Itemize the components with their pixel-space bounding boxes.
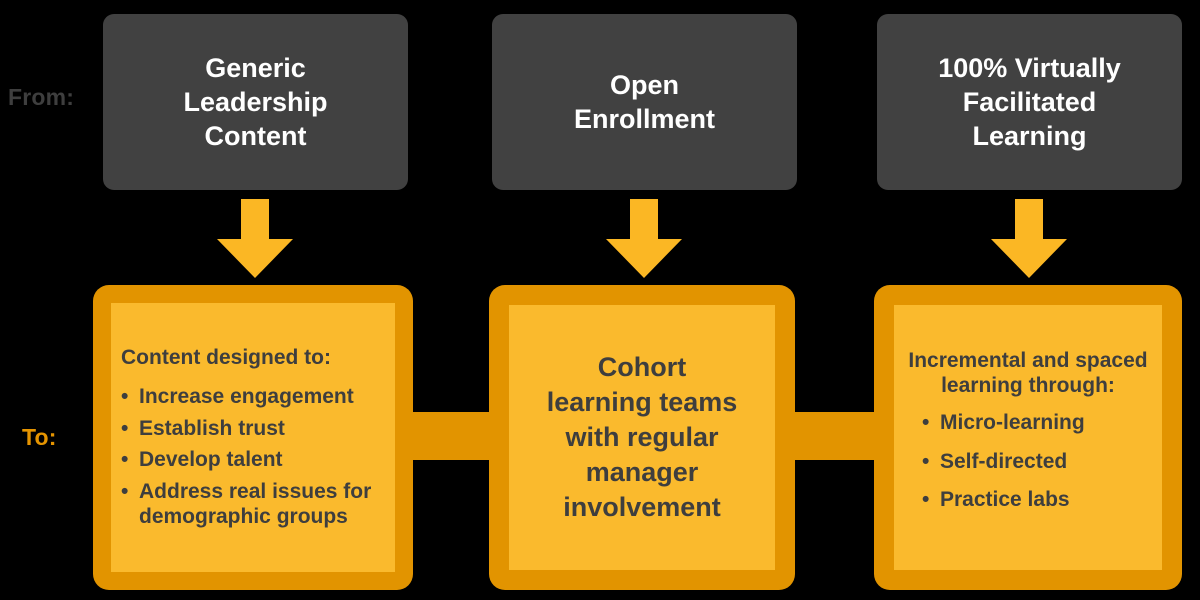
down-arrow-icon [217, 199, 293, 278]
connector-bar-right [781, 412, 891, 460]
list-item: Establish trust [119, 417, 391, 442]
down-arrow-icon [991, 199, 1067, 278]
to-box-incremental-spaced-learning: Incremental and spaced learning through:… [874, 285, 1182, 590]
list-item: Self-directed [920, 450, 1158, 475]
row-label-from: From: [8, 84, 75, 110]
to-box-heading: Content designed to: [121, 346, 331, 370]
down-arrow-icon [606, 199, 682, 278]
to-box-bullet-list: Increase engagementEstablish trustDevelo… [111, 385, 395, 530]
row-label-to: To: [22, 424, 57, 450]
to-box-bullet-list: Micro-learningSelf-directedPractice labs [894, 411, 1162, 527]
list-item: Address real issues for demographic grou… [119, 480, 391, 530]
connector-bar-left [396, 412, 506, 460]
to-box-heading: Incremental and spaced learning through: [908, 348, 1148, 398]
list-item: Micro-learning [920, 411, 1158, 436]
list-item: Increase engagement [119, 385, 391, 410]
to-box-inner-panel: Incremental and spaced learning through:… [894, 305, 1162, 570]
list-item: Practice labs [920, 488, 1158, 513]
list-item: Develop talent [119, 448, 391, 473]
to-box-inner-panel: Content designed to: Increase engagement… [111, 303, 395, 572]
to-box-content-designed-to: Content designed to: Increase engagement… [93, 285, 413, 590]
